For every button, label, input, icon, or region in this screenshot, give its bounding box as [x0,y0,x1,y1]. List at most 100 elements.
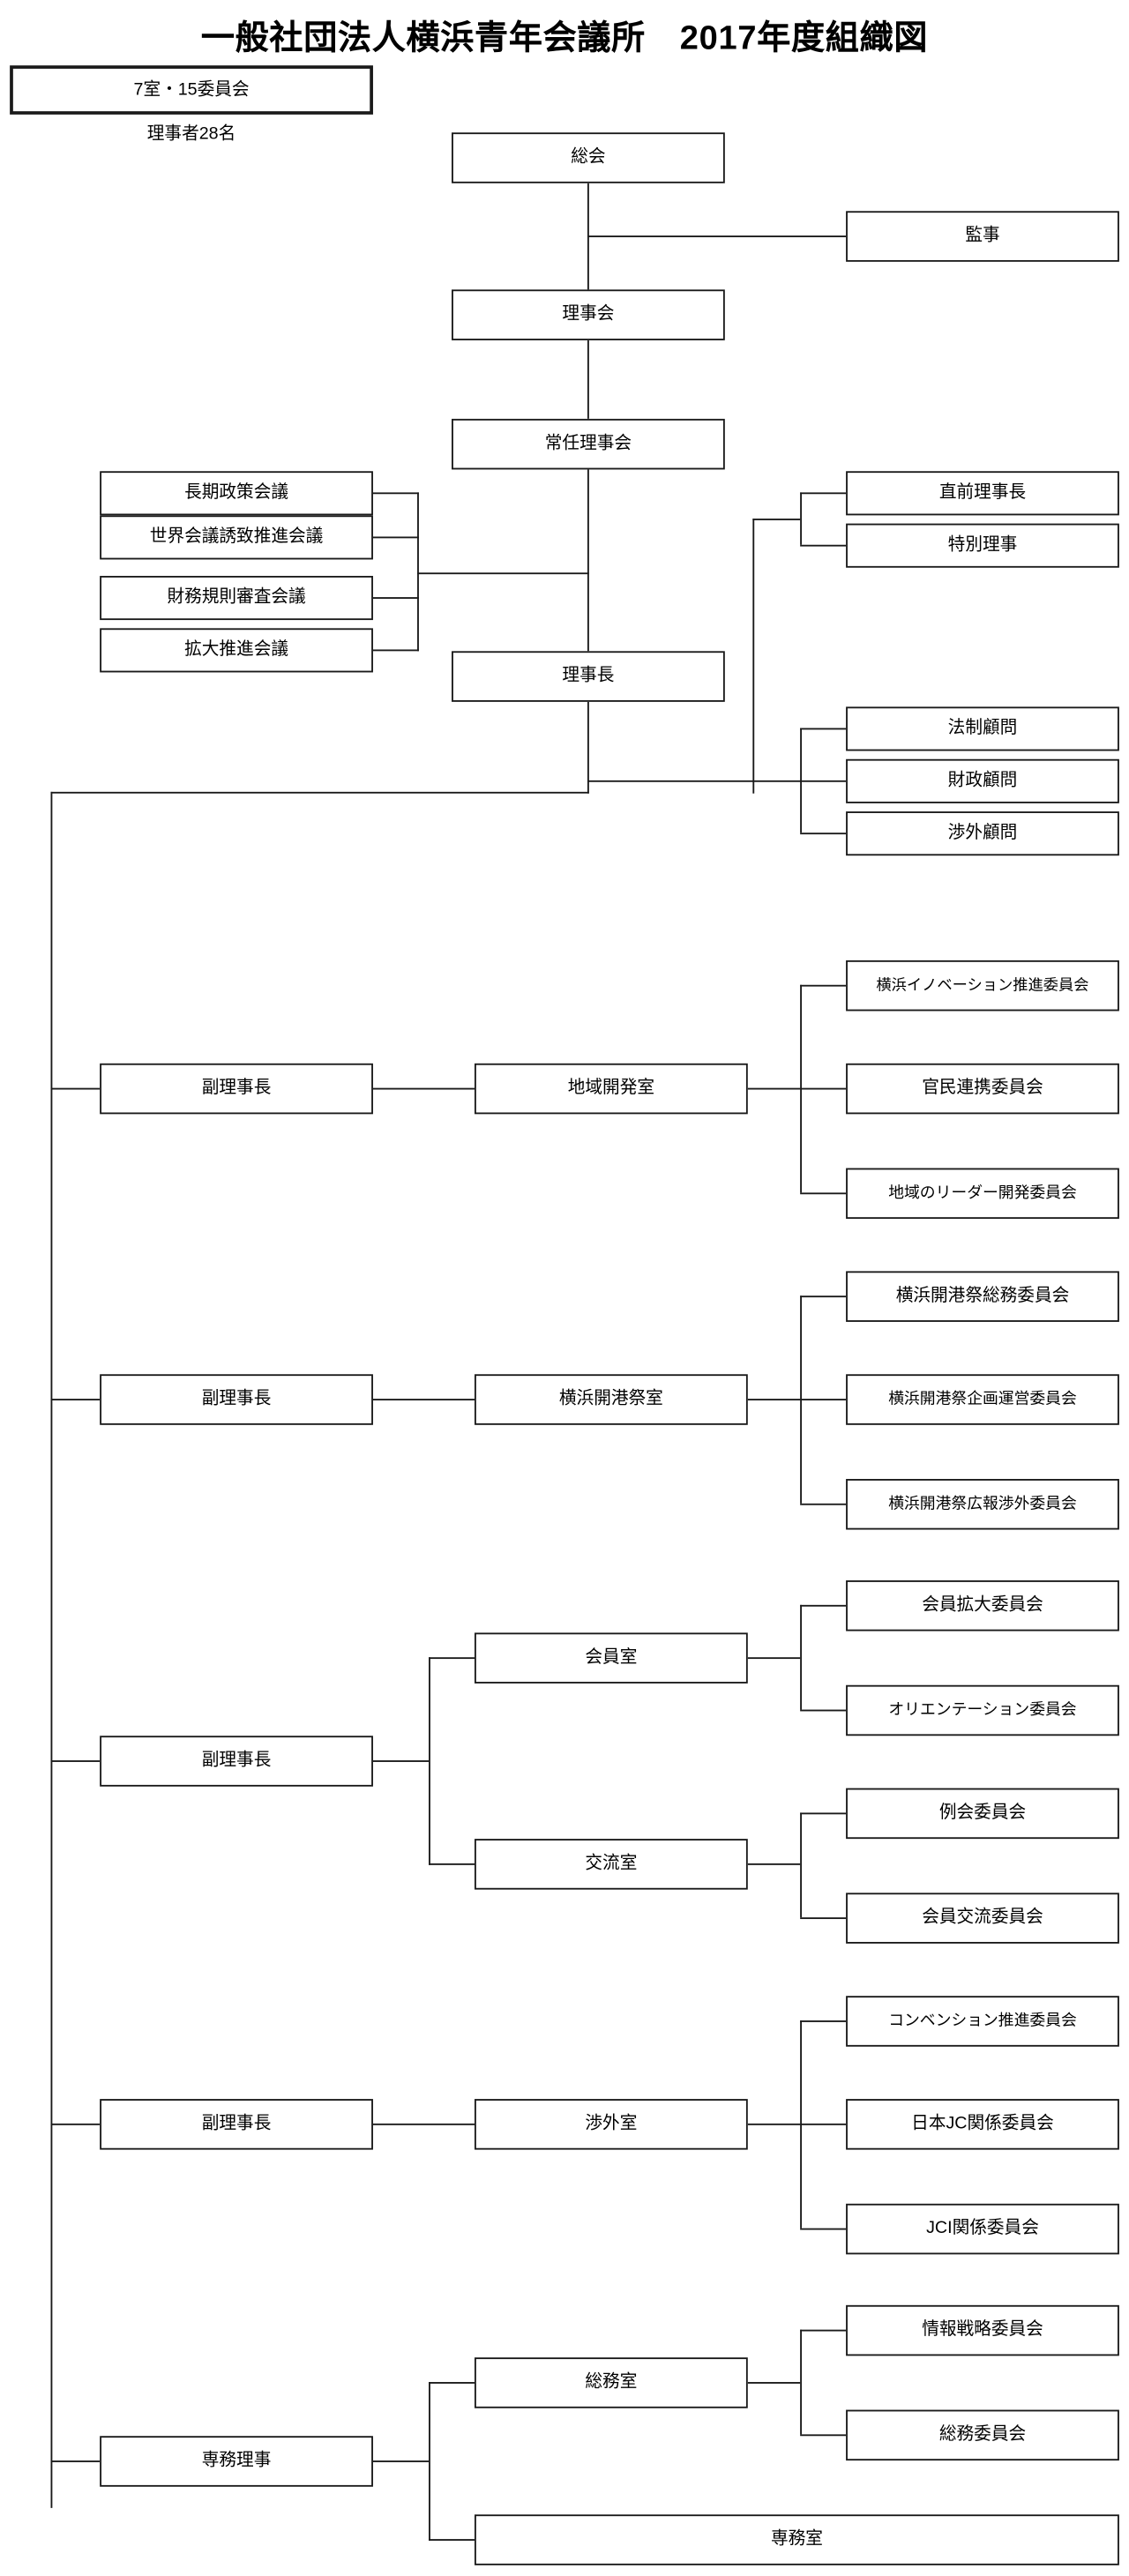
page-title: 一般社団法人横浜青年会議所 2017年度組織図 [200,19,929,57]
room-membership-out [747,1657,801,1660]
advisor-box-2: 渉外顧問 [846,811,1119,856]
membership-stub-0 [800,1604,847,1608]
spine-stub-vp-3 [50,2123,101,2126]
external-stub-2 [800,2228,847,2231]
special-director-box-0: 直前理事長 [846,471,1119,516]
council-box-3: 拡大推進会議 [100,628,373,673]
rd-stub-1 [800,1087,847,1091]
vice-president-box-3: 副理事長 [100,2099,373,2150]
council-bracket-spine [417,492,420,652]
membership-stub-1 [800,1709,847,1712]
node-managing-director: 専務理事 [100,2436,373,2487]
council-box-0: 長期政策会議 [100,471,373,516]
room-external-out [747,2123,801,2126]
council-stub-1 [372,536,419,539]
committee-pf-1: 横浜開港祭企画運営委員会 [846,1374,1119,1425]
council-box-1: 世界会議誘致推進会議 [100,515,373,560]
md-stub-executive-office [429,2539,475,2542]
committee-rd-1: 官民連携委員会 [846,1063,1119,1115]
president-bottom-drop [587,701,590,794]
md-out [372,2460,430,2463]
special-director-box-1: 特別理事 [846,523,1119,568]
pf-stub-1 [800,1399,847,1401]
special-director-bracket-spine [800,492,803,545]
node-standing-board: 常任理事会 [452,418,725,470]
committee-rd-0: 横浜イノベーション推進委員会 [846,959,1119,1012]
main-left-spine [50,791,53,2508]
committee-ga-1: 総務委員会 [846,2409,1119,2461]
md-bracket-spine [429,2382,431,2541]
ga-bracket-spine [800,2329,803,2435]
rd-stub-0 [800,984,847,988]
committee-exchange-0: 例会委員会 [846,1788,1119,1840]
ga-stub-0 [800,2329,847,2333]
council-box-2: 財務規則審査会議 [100,575,373,621]
node-president: 理事長 [452,651,725,702]
committee-external-0: コンベンション推進委員会 [846,1996,1119,2047]
advisor-stub-0 [800,728,847,730]
committee-ga-0: 情報戦略委員会 [846,2304,1119,2356]
room-exchange: 交流室 [474,1839,748,1890]
connector-board-standing [587,340,590,419]
room-regional-development: 地域開発室 [474,1063,748,1115]
committee-external-1: 日本JC関係委員会 [846,2099,1119,2150]
room-port-festival: 横浜開港祭室 [474,1374,748,1425]
council-trunk-link [417,572,589,575]
special-director-trunk-link [752,519,801,521]
spine-stub-vp-0 [50,1087,101,1091]
connector-standing-president [587,469,590,652]
advisor-stub-2 [800,833,847,835]
special-director-trunk-drop [752,519,755,794]
committee-external-2: JCI関係委員会 [846,2203,1119,2255]
link-vp3-room [372,2123,475,2126]
node-general-assembly: 総会 [452,132,725,183]
md-stub-general-affairs [429,2382,475,2385]
vp2-stub-exchange [429,1863,475,1866]
room-membership: 会員室 [474,1632,748,1684]
committee-membership-1: オリエンテーション委員会 [846,1684,1119,1736]
external-stub-1 [800,2123,847,2126]
exchange-stub-1 [800,1917,847,1920]
spine-stub-vp-1 [50,1399,101,1401]
room-exchange-out [747,1863,801,1866]
spine-top-run [50,791,589,795]
council-stub-0 [372,492,419,495]
ga-stub-1 [800,2434,847,2437]
room-rd-out [747,1087,801,1091]
committee-rd-2: 地域のリーダー開発委員会 [846,1168,1119,1220]
rd-stub-2 [800,1192,847,1195]
vice-president-box-1: 副理事長 [100,1374,373,1425]
council-stub-3 [372,649,419,652]
room-pf-out [747,1399,801,1401]
node-auditor: 監事 [846,211,1119,262]
committee-membership-0: 会員拡大委員会 [846,1580,1119,1631]
vp2-stub-membership [429,1657,475,1660]
summary-note: 理事者28名 [146,123,236,145]
committee-pf-2: 横浜開港祭広報渉外委員会 [846,1479,1119,1530]
node-board: 理事会 [452,289,725,340]
special-director-stub-1 [800,544,847,548]
pf-stub-2 [800,1503,847,1506]
council-stub-2 [372,597,419,600]
exchange-bracket-spine [800,1812,803,1918]
membership-bracket-spine [800,1604,803,1710]
spine-stub-md [50,2460,101,2463]
president-advisor-link [587,780,802,783]
vp2-out [372,1760,430,1763]
committee-pf-0: 横浜開港祭総務委員会 [846,1271,1119,1322]
link-vp0-room [372,1087,475,1091]
advisor-box-1: 財政顧問 [846,758,1119,803]
vice-president-box-2: 副理事長 [100,1736,373,1787]
pf-stub-0 [800,1295,847,1298]
advisor-box-0: 法制顧問 [846,706,1119,751]
room-general-affairs: 総務室 [474,2357,748,2408]
vp2-bracket-spine [429,1657,431,1865]
connector-assembly-auditor [587,235,847,238]
room-ga-out [747,2382,801,2385]
room-external: 渉外室 [474,2099,748,2150]
vice-president-box-0: 副理事長 [100,1063,373,1115]
room-executive-office: 専務室 [474,2514,1119,2565]
exchange-stub-0 [800,1812,847,1815]
advisor-stub-1 [800,780,847,783]
